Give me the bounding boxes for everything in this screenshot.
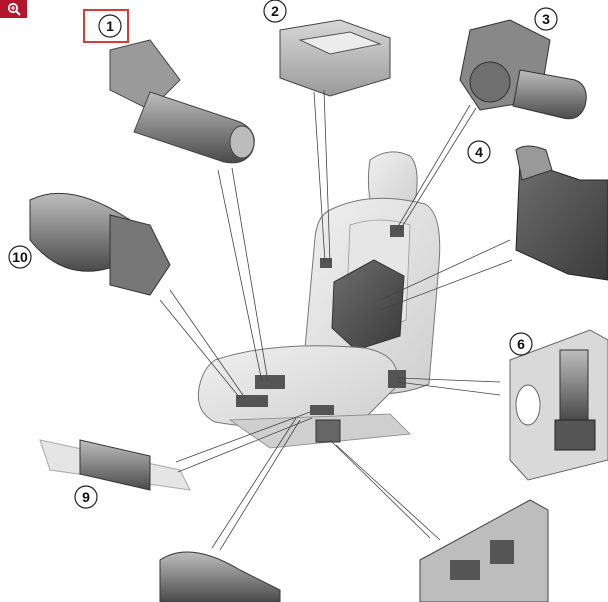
callout-circle xyxy=(74,485,98,509)
zoom-button[interactable] xyxy=(0,0,27,18)
magnifier-zoom-icon xyxy=(7,2,21,16)
callout-3[interactable]: 3 xyxy=(534,7,558,31)
callout-circle xyxy=(8,245,32,269)
callout-label-2: 2 xyxy=(271,3,279,19)
callout-highlight-box xyxy=(83,9,129,43)
callout-6[interactable]: 6 xyxy=(509,332,533,356)
callout-circle xyxy=(467,140,491,164)
module-2 xyxy=(279,19,391,97)
motor-6 xyxy=(509,329,608,481)
callout-label-9: 9 xyxy=(82,489,90,505)
motor-bottom-left xyxy=(159,551,281,602)
leader-lines xyxy=(159,89,513,551)
callout-label-10: 10 xyxy=(12,249,28,265)
motor-1 xyxy=(109,39,255,164)
callout-label-1: 1 xyxy=(106,18,114,34)
callout-4[interactable]: 4 xyxy=(467,140,491,164)
callout-circle xyxy=(534,7,558,31)
callout-circle xyxy=(263,0,287,23)
seat-illustration xyxy=(197,151,441,449)
motor-3 xyxy=(459,19,587,120)
lumbar-pad-4 xyxy=(515,145,608,281)
callout-circle xyxy=(98,14,122,38)
callout-2[interactable]: 2 xyxy=(263,0,287,23)
callout-10[interactable]: 10 xyxy=(8,245,32,269)
callout-label-6: 6 xyxy=(517,336,525,352)
motor-9 xyxy=(39,439,191,491)
switch-panel-bottom-right xyxy=(419,499,549,602)
callout-label-4: 4 xyxy=(475,144,483,160)
callout-1[interactable]: 1 xyxy=(83,9,129,43)
callout-circle xyxy=(509,332,533,356)
motor-10 xyxy=(29,192,171,296)
callout-9[interactable]: 9 xyxy=(74,485,98,509)
callout-label-3: 3 xyxy=(542,11,550,27)
